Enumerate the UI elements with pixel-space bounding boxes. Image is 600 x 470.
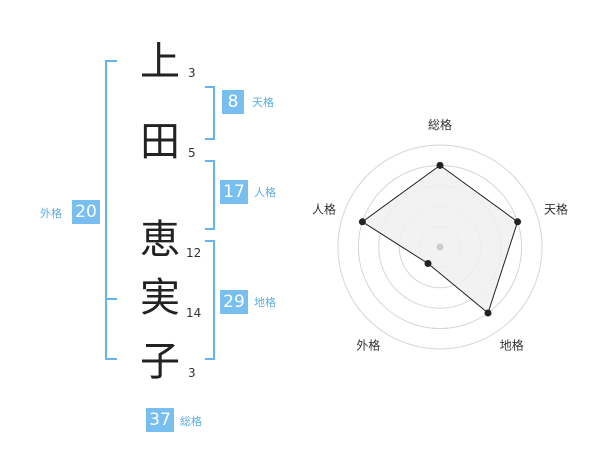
name-char-3: 恵 [140, 217, 180, 263]
outer-bracket-vertical [105, 60, 107, 360]
soukaku-label: 総格 [180, 415, 202, 428]
radar-ring-5 [337, 144, 543, 350]
name-char-4: 実 [140, 275, 180, 321]
tenkaku-bracket-top [205, 86, 215, 88]
gaikaku-value-badge: 20 [72, 200, 100, 224]
tenkaku-bracket-vertical [213, 86, 215, 140]
radar-point-3 [484, 309, 492, 317]
radar-axis-label-2: 天格 [544, 201, 568, 216]
radar-axis-label-1: 総格 [428, 117, 452, 132]
outer-bracket-top [105, 60, 117, 62]
jinkaku-bracket-vertical [213, 160, 215, 230]
name-char-2: 田 [140, 119, 180, 165]
stroke-count-4: 14 [186, 306, 202, 320]
radar-point-2 [514, 218, 522, 226]
outer-bracket-mid [105, 298, 117, 300]
tenkaku-label: 天格 [252, 96, 274, 109]
radar-point-1 [436, 161, 444, 169]
name-char-5: 子 [140, 339, 180, 385]
jinkaku-bracket-bottom [205, 228, 215, 230]
stroke-count-3: 12 [186, 246, 202, 260]
tenkaku-bracket-bottom [205, 138, 215, 140]
tenkaku-value-badge: 8 [222, 90, 244, 114]
chikaku-bracket-vertical [213, 240, 215, 360]
soukaku-value-badge: 37 [146, 408, 174, 432]
radar-axis-label-3: 地格 [500, 338, 524, 353]
radar-axis-label-5: 人格 [312, 201, 336, 216]
radar-value-polygon [361, 164, 519, 314]
chikaku-label: 地格 [254, 296, 276, 309]
chikaku-bracket-bottom [205, 358, 215, 360]
gaikaku-label: 外格 [40, 207, 62, 220]
stroke-count-5: 3 [188, 366, 196, 380]
chikaku-value-badge: 29 [220, 290, 248, 314]
stroke-count-1: 3 [188, 66, 196, 80]
stroke-count-2: 5 [188, 146, 196, 160]
jinkaku-value-badge: 17 [220, 180, 248, 204]
radar-axis-label-4: 外格 [356, 338, 380, 353]
radar-center-point [436, 243, 444, 251]
outer-bracket-bottom [105, 358, 117, 360]
chikaku-bracket-top [205, 240, 215, 242]
radar-point-4 [424, 260, 432, 267]
jinkaku-bracket-top [205, 160, 215, 162]
jinkaku-label: 人格 [254, 186, 276, 199]
radar-point-5 [358, 218, 366, 226]
name-char-1: 上 [140, 39, 180, 85]
